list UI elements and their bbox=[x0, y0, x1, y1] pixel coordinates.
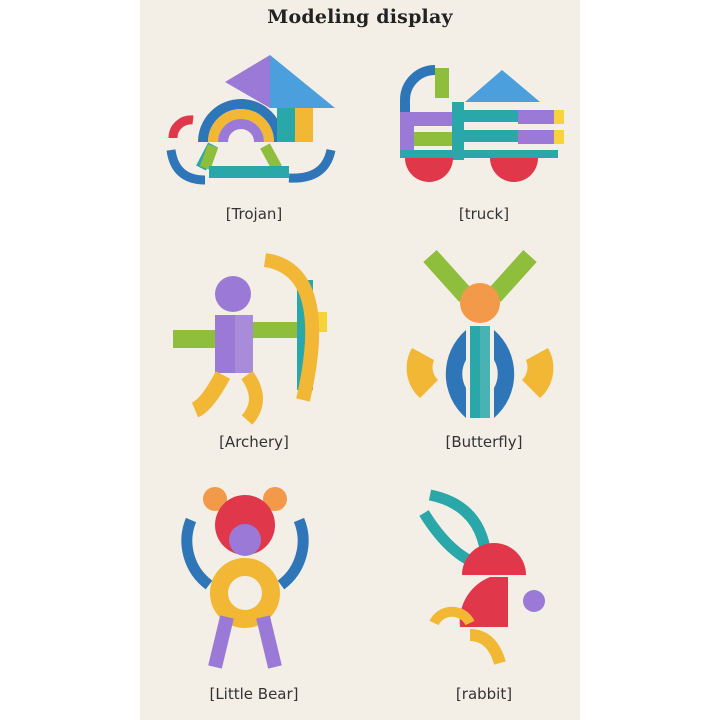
model-label-butterfly: [Butterfly] bbox=[445, 433, 523, 451]
trojan-block-figure bbox=[166, 55, 336, 185]
rabbit-block-figure bbox=[419, 489, 545, 665]
model-label-truck: [truck] bbox=[458, 205, 510, 223]
butterfly-block-figure bbox=[406, 249, 554, 418]
display-sheet: Modeling display [Trojan] bbox=[140, 0, 580, 720]
archery-block-figure bbox=[173, 253, 327, 425]
model-label-little-bear: [Little Bear] bbox=[209, 685, 299, 703]
model-label-archery: [Archery] bbox=[219, 433, 289, 451]
model-label-rabbit: [rabbit] bbox=[455, 685, 513, 703]
page-title: Modeling display bbox=[267, 6, 453, 28]
model-label-trojan: [Trojan] bbox=[225, 205, 283, 223]
little-bear-block-figure bbox=[181, 487, 309, 669]
truck-block-figure bbox=[400, 65, 564, 182]
